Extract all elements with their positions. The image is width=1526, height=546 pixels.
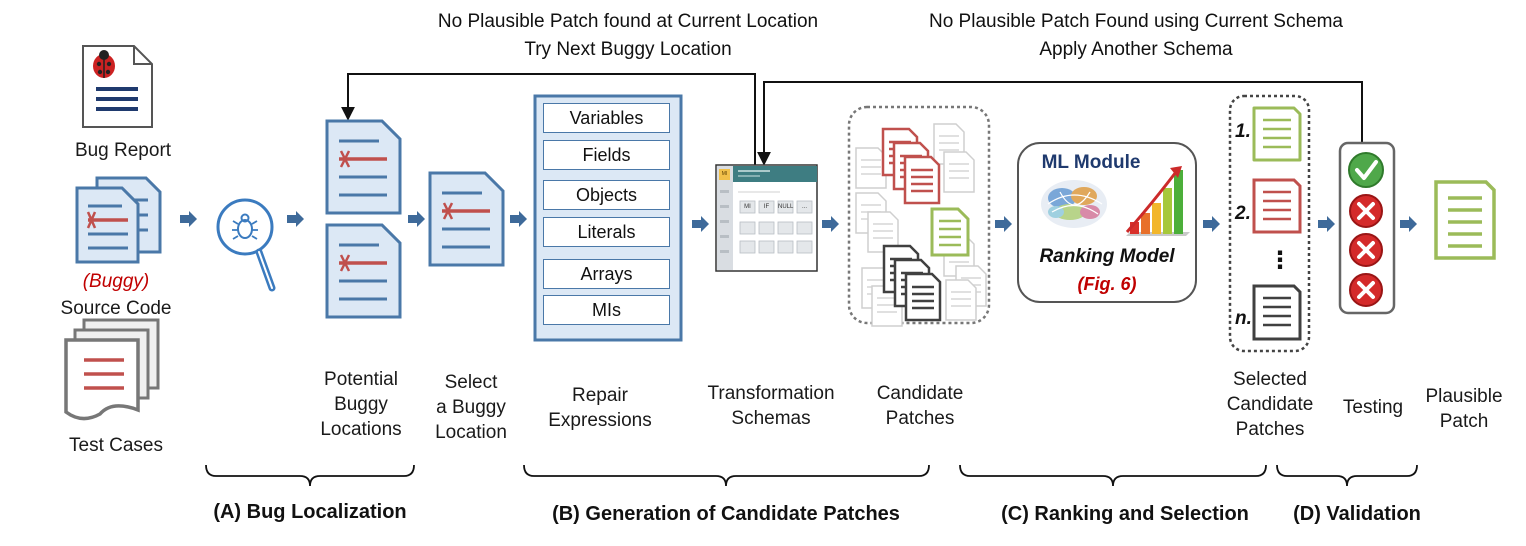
cross-icon [1349,233,1383,267]
buggy-tag-label: (Buggy) [82,271,150,292]
test-cases-label: Test Cases [69,435,163,456]
rank-2: 2. [1235,203,1251,224]
phase-a-label: (A) Bug Localization [213,501,407,523]
cross-icon [1349,194,1383,228]
flow-arrow [1318,216,1335,232]
schema-badge: MI [721,171,728,177]
potential-buggy-location-doc [325,223,402,319]
phase-bracket-d [1276,464,1418,487]
candidate-patches-cluster [847,105,991,327]
cross-icon [1349,273,1383,307]
expr-mis: MIs [543,295,670,325]
rank-n: n. [1235,308,1252,329]
bug-report-label: Bug Report [74,140,172,161]
flow-arrow [287,211,304,227]
loop-message-location: No Plausible Patch found at Current Loca… [437,11,819,60]
figure-reference: (Fig. 6) [1077,274,1137,294]
testing-panel [1338,141,1396,315]
expr-objects: Objects [543,180,670,210]
ml-module-title: ML Module [1041,152,1141,173]
flow-arrow [408,211,425,227]
flow-arrow [692,216,709,232]
magnifier-bug-icon [216,198,276,292]
schema-button-more: ... [801,204,807,210]
schema-button-if: IF [763,204,770,210]
phase-bracket-a [205,464,415,487]
phase-c-label: (C) Ranking and Selection [1001,503,1249,525]
rank-1: 1. [1235,121,1251,142]
expr-arrays: Arrays [543,259,670,289]
schema-button-mi: MI [744,204,751,210]
source-code-label: Source Code [60,298,172,319]
ladybug-icon [93,50,115,78]
potential-buggy-location-doc [325,119,402,215]
phase-bracket-c [959,464,1267,487]
flow-arrow [822,216,839,232]
schema-button-null: NULL [778,204,794,210]
expr-variables: Variables [543,103,670,133]
buggy-source-code-documents [75,176,162,264]
flow-arrow [180,211,197,227]
loop-message-schema: No Plausible Patch Found using Current S… [928,11,1343,60]
selected-patch-green [1252,106,1302,162]
flow-arrow [1203,216,1220,232]
plausible-patch-document [1434,180,1496,260]
bar-chart-growth-icon [1125,166,1190,236]
selected-patch-red [1252,178,1302,234]
expr-fields: Fields [543,140,670,170]
ranking-model-label: Ranking Model [1039,246,1175,267]
test-cases-documents [64,318,160,421]
testing-label: Testing [1342,397,1404,418]
feedback-loop-location [341,73,756,165]
rank-ellipsis: ⋮ [1268,247,1292,274]
brain-icon [1041,180,1107,228]
selected-patch-dark [1252,284,1302,341]
phase-b-label: (B) Generation of Candidate Patches [552,503,900,525]
expr-literals: Literals [543,217,670,247]
phase-d-label: (D) Validation [1293,503,1421,525]
flow-arrow [995,216,1012,232]
feedback-loop-schema [757,81,1363,166]
check-icon [1348,152,1384,188]
flow-arrow [510,211,527,227]
phase-bracket-b [523,464,930,487]
flow-arrow [1400,216,1417,232]
selected-buggy-location-doc [428,171,505,267]
bug-report-document [82,45,153,128]
transformation-schema-screen [715,164,818,272]
